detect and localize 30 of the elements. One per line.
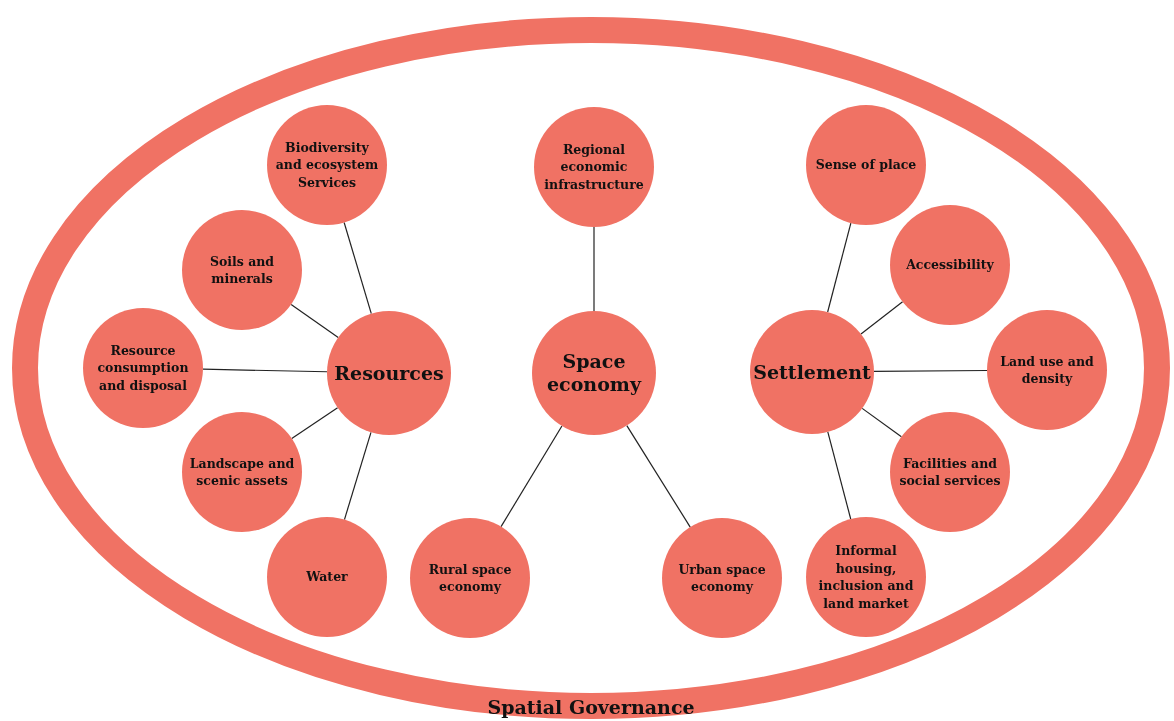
circle-label: Biodiversity and ecosystem Services (274, 138, 380, 192)
ring-label: Spatial Governance (487, 696, 695, 718)
connector-line (291, 407, 339, 440)
connector-line (343, 431, 372, 521)
connector-line (861, 407, 902, 438)
circle-label: Resources (333, 361, 445, 385)
circle-label: Settlement (752, 360, 872, 384)
connector-line (827, 222, 852, 313)
connector-line (290, 303, 339, 339)
circle-label: Water (305, 568, 349, 586)
circle-label: Regional economic infrastructure (543, 140, 645, 194)
circle-label: Urban space economy (677, 560, 767, 596)
circle-label: Rural space economy (427, 560, 513, 596)
circle-label: Space economy (546, 350, 643, 396)
circle-label: Accessibility (905, 256, 995, 274)
connector-line (500, 425, 563, 528)
circle-label: Informal housing, inclusion and land market (817, 542, 915, 612)
circle-label: Land use and density (999, 352, 1095, 388)
circle-label: Landscape and scenic assets (188, 454, 296, 490)
connector-line (626, 425, 691, 528)
connector-line (827, 431, 852, 520)
circle-label: Resource consumption and disposal (96, 341, 190, 395)
connector-line (202, 368, 328, 373)
circle-label: Facilities and social services (898, 454, 1002, 490)
connector-line (873, 369, 988, 373)
connector-line (343, 221, 372, 315)
connector-line (593, 226, 595, 312)
circle-label: Soils and minerals (208, 252, 276, 288)
circle-label: Sense of place (814, 156, 918, 174)
connector-line (860, 301, 904, 335)
